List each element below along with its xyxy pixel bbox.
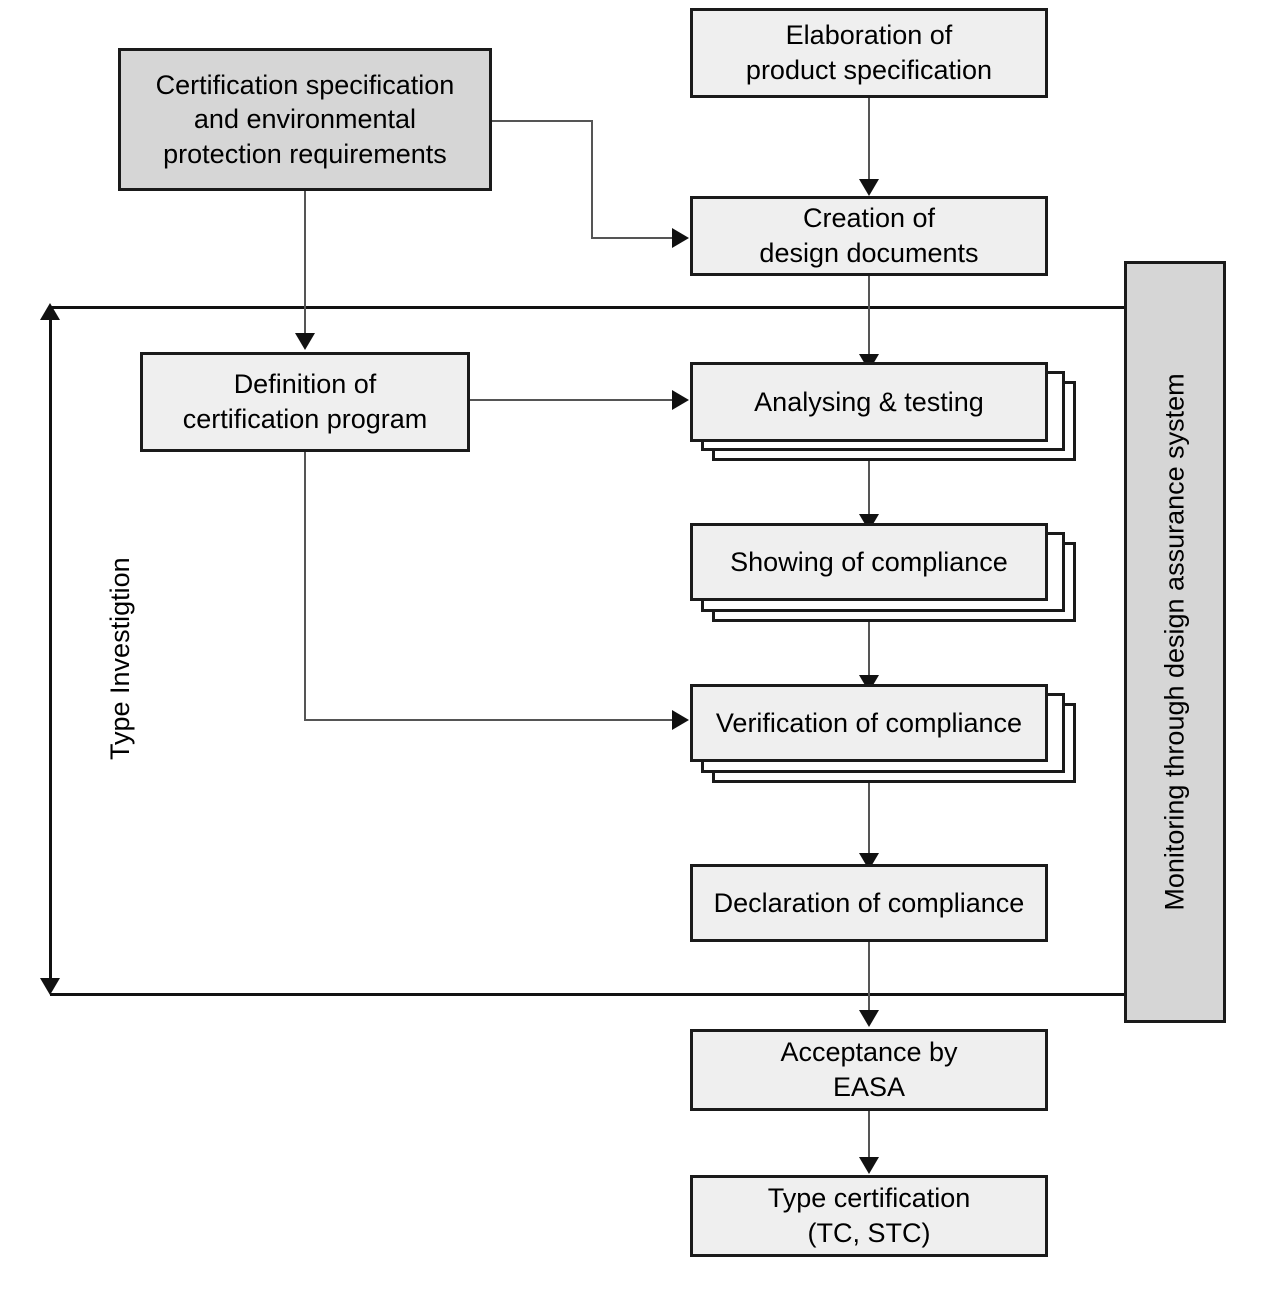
monitoring-design-assurance-sidebar: Monitoring through design assurance syst… bbox=[1124, 261, 1226, 1023]
arrow-declaration-to-acceptance bbox=[859, 1010, 879, 1027]
connector-definition-to-analysing bbox=[470, 399, 673, 401]
connector-certspec-to-creation-h1 bbox=[492, 120, 592, 122]
node-analysing-testing[interactable]: Analysing & testing bbox=[690, 362, 1048, 442]
connector-showing-to-verification bbox=[868, 622, 870, 677]
node-acceptance-easa[interactable]: Acceptance by EASA bbox=[690, 1029, 1048, 1111]
arrow-elaboration-to-creation bbox=[859, 179, 879, 196]
connector-elaboration-to-creation bbox=[868, 98, 870, 181]
connector-definition-to-verification-v bbox=[304, 452, 306, 719]
type-investigation-bracket-vertical bbox=[49, 318, 52, 980]
type-investigation-top-line bbox=[50, 306, 1126, 309]
connector-declaration-to-acceptance bbox=[868, 942, 870, 1022]
connector-certspec-to-definition bbox=[304, 191, 306, 335]
connector-verification-to-declaration bbox=[868, 783, 870, 855]
type-investigation-arrow-up bbox=[40, 303, 60, 320]
arrow-definition-to-analysing bbox=[672, 390, 689, 410]
monitoring-design-assurance-label: Monitoring through design assurance syst… bbox=[1159, 373, 1190, 911]
connector-certspec-to-creation-h2 bbox=[591, 237, 673, 239]
connector-definition-to-verification-h bbox=[304, 719, 673, 721]
node-elaboration-product-specification[interactable]: Elaboration of product specification bbox=[690, 8, 1048, 98]
arrow-certspec-to-creation bbox=[672, 228, 689, 248]
connector-acceptance-to-typecert bbox=[868, 1111, 870, 1159]
node-verification-compliance[interactable]: Verification of compliance bbox=[690, 684, 1048, 762]
node-showing-compliance[interactable]: Showing of compliance bbox=[690, 523, 1048, 601]
connector-creation-to-analysing bbox=[868, 276, 870, 356]
arrow-certspec-to-definition bbox=[295, 333, 315, 350]
arrow-acceptance-to-typecert bbox=[859, 1157, 879, 1174]
node-type-certification[interactable]: Type certification (TC, STC) bbox=[690, 1175, 1048, 1257]
node-creation-design-documents[interactable]: Creation of design documents bbox=[690, 196, 1048, 276]
node-declaration-compliance[interactable]: Declaration of compliance bbox=[690, 864, 1048, 942]
connector-analysing-to-showing bbox=[868, 461, 870, 516]
arrow-definition-to-verification bbox=[672, 710, 689, 730]
node-definition-certification-program[interactable]: Definition of certification program bbox=[140, 352, 470, 452]
connector-certspec-to-creation-v bbox=[591, 120, 593, 237]
type-investigation-arrow-down bbox=[40, 978, 60, 995]
node-certification-specification[interactable]: Certification specification and environm… bbox=[118, 48, 492, 191]
type-investigation-bottom-line bbox=[50, 993, 1126, 996]
type-investigation-label: Type Investigtion bbox=[105, 557, 135, 760]
